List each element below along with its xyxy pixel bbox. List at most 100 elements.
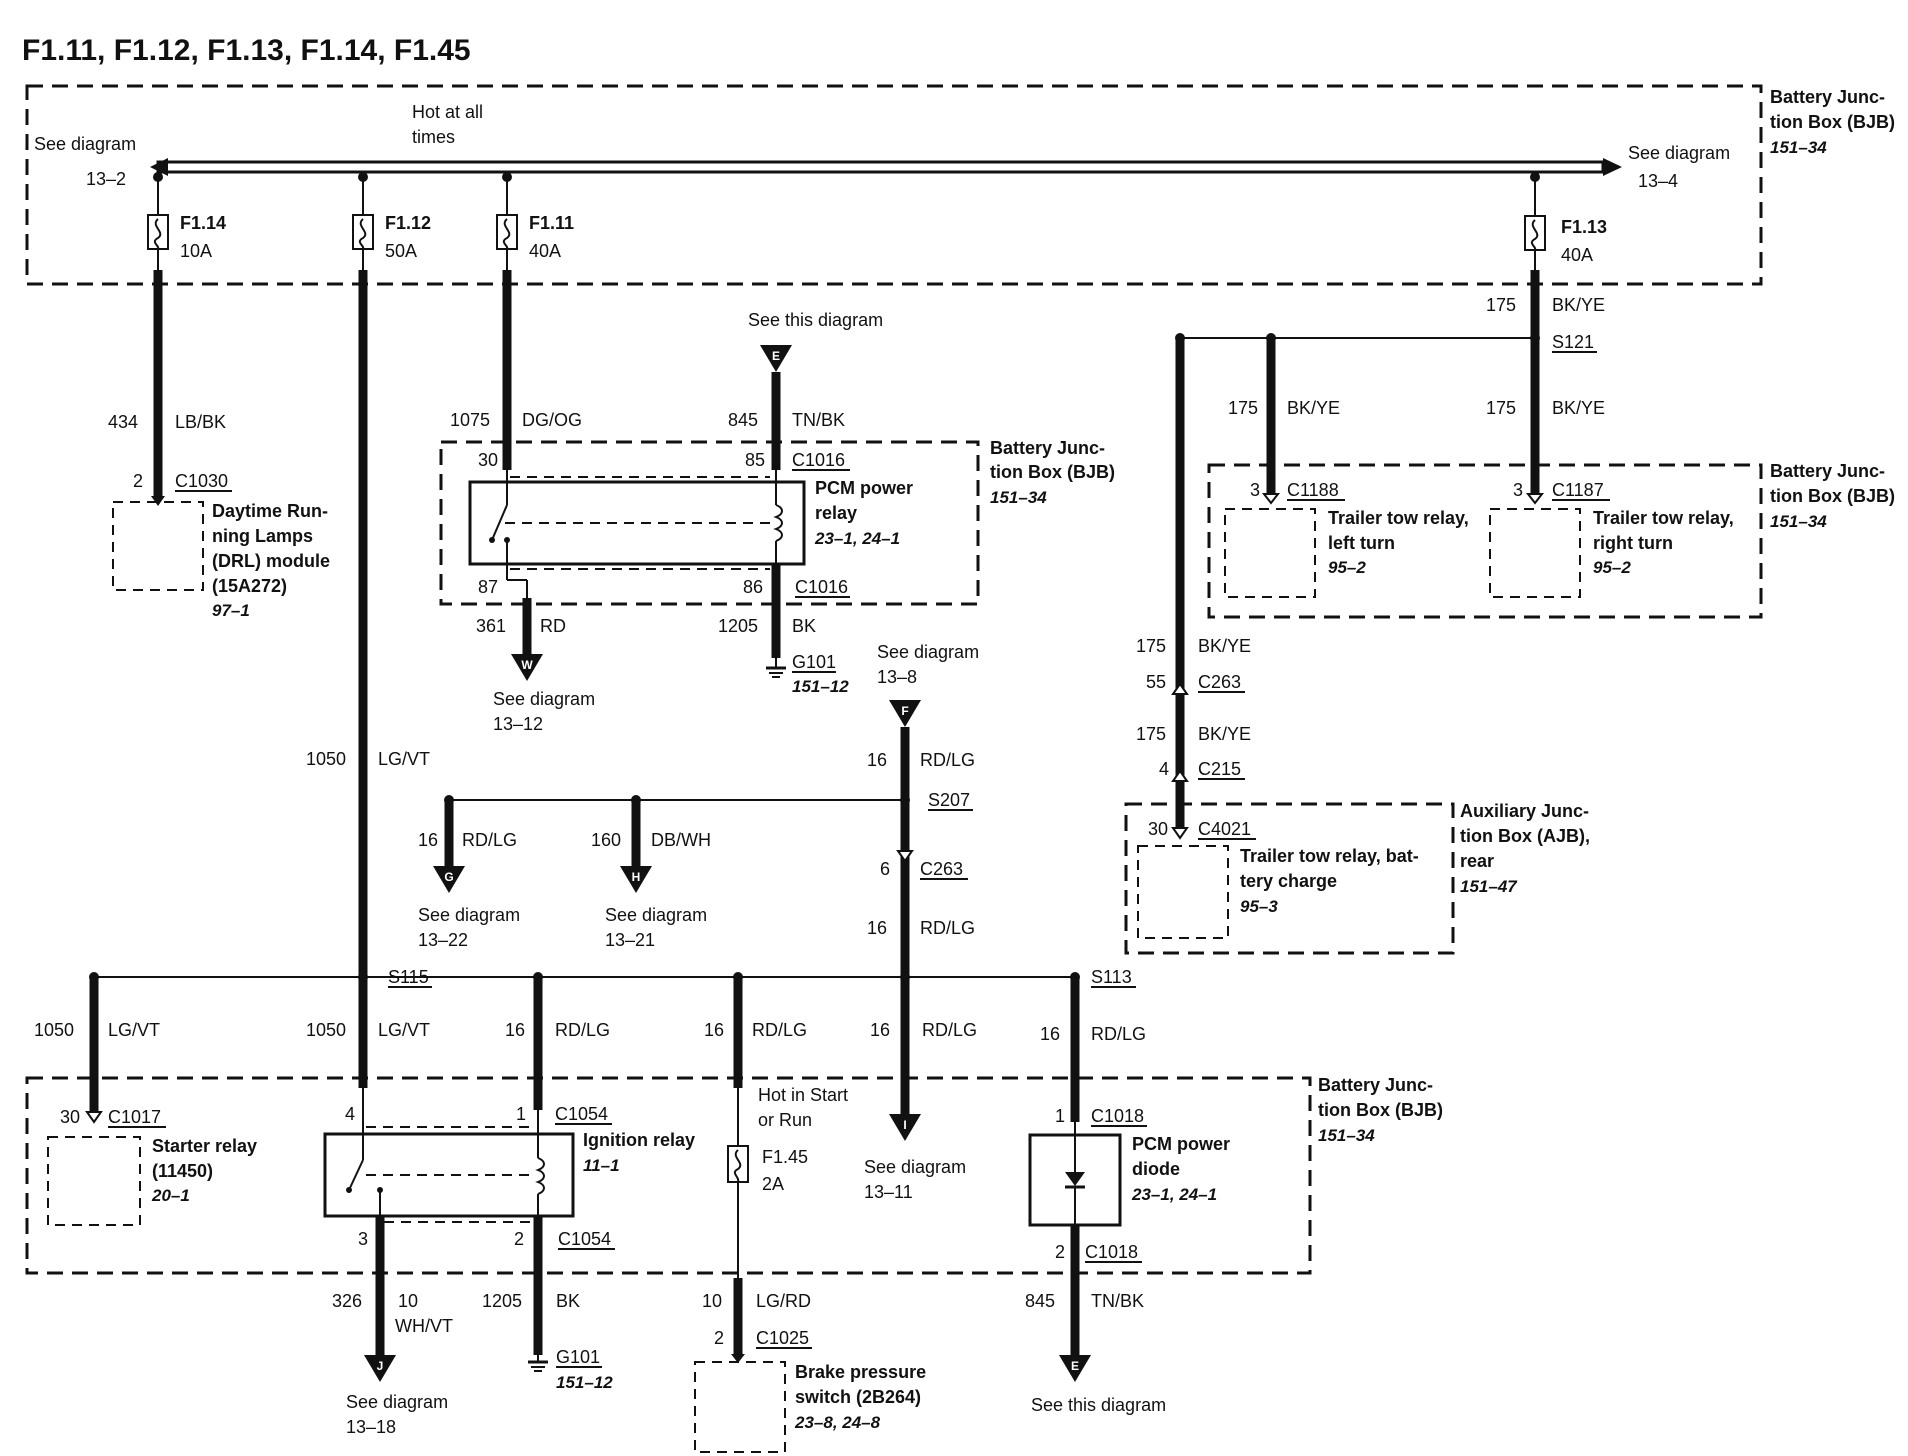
bus-right-ref-1: See diagram <box>1628 143 1730 163</box>
wire-845-bot-num: 845 <box>1025 1291 1055 1311</box>
wire-160-h-color: DB/WH <box>651 830 711 850</box>
c1054-3-pin: 3 <box>358 1229 368 1249</box>
wire-326-gauge: 10 <box>398 1291 418 1311</box>
hot-start-run-2: or Run <box>758 1110 812 1130</box>
drl-label-1: Daytime Run- <box>212 501 328 521</box>
wire-16-f145-color: RD/LG <box>752 1020 807 1040</box>
fuse-f113-name: F1.13 <box>1561 217 1607 237</box>
trailer-right-relay-box <box>1489 508 1581 598</box>
bjb-bottom-box <box>25 1076 1312 1275</box>
fuse-f112 <box>352 172 374 270</box>
wire-1050-s115-color: LG/VT <box>378 1020 430 1040</box>
fuse-f114 <box>147 172 169 270</box>
ref-i-text-2: 13–11 <box>864 1182 913 1202</box>
ground-g101-bot <box>528 1355 548 1372</box>
drl-label-5: 97–1 <box>212 601 250 620</box>
wire-10-brake-color: LG/RD <box>756 1291 811 1311</box>
wire-326-num: 326 <box>332 1291 362 1311</box>
fuse-f145 <box>727 1088 749 1278</box>
trailer-right-label-2: right turn <box>1593 533 1673 553</box>
splice-s207: S207 <box>928 790 970 810</box>
c1187-name: C1187 <box>1552 480 1604 500</box>
ignition-label-1: Ignition relay <box>583 1130 695 1150</box>
bjb-trailer-label-3: 151–34 <box>1770 512 1827 531</box>
trailer-batt-label-3: 95–3 <box>1240 897 1278 916</box>
g101-top-name: G101 <box>792 652 836 672</box>
ref-j-text-2: 13–18 <box>346 1417 396 1437</box>
bjb-bottom-label-2: tion Box (BJB) <box>1318 1100 1443 1120</box>
page-title: F1.11, F1.12, F1.13, F1.14, F1.45 <box>22 34 471 67</box>
ref-j-arrow <box>364 1355 396 1382</box>
ref-h-text-1: See diagram <box>605 905 707 925</box>
wire-16-ign-color: RD/LG <box>555 1020 610 1040</box>
ref-w-letter: W <box>521 658 533 672</box>
drl-label-3: (DRL) module <box>212 551 330 571</box>
c1054-1-name: C1054 <box>555 1104 608 1124</box>
c4021-pin: 30 <box>1148 819 1168 839</box>
trailer-left-relay-box <box>1224 508 1316 598</box>
brake-label-1: Brake pressure <box>795 1362 926 1382</box>
wire-16-i-num: 16 <box>870 1020 890 1040</box>
c1016-85-pin: 85 <box>745 450 765 470</box>
wire-1050-main-color: LG/VT <box>378 749 430 769</box>
wire-1050-starter-color: LG/VT <box>108 1020 160 1040</box>
wire-175-a-num: 175 <box>1486 295 1516 315</box>
wire-845-top-num: 845 <box>728 410 758 430</box>
c1030-pin-num: 2 <box>133 471 143 491</box>
bjb-trailer-label-1: Battery Junc- <box>1770 461 1885 481</box>
wire-16-ign-num: 16 <box>505 1020 525 1040</box>
drl-module-box <box>112 501 204 591</box>
pcm-diode-label-2: diode <box>1132 1159 1180 1179</box>
c1016-30-pin: 30 <box>478 450 498 470</box>
ref-g-letter: G <box>444 870 453 884</box>
trailer-batt-label-2: tery charge <box>1240 871 1337 891</box>
g101-bot-ref: 151–12 <box>556 1373 613 1392</box>
pcm-diode-label-1: PCM power <box>1132 1134 1230 1154</box>
wire-160-h-num: 160 <box>591 830 621 850</box>
bjb-pcm-label-2: tion Box (BJB) <box>990 462 1115 482</box>
c1017-name: C1017 <box>108 1107 161 1127</box>
c1017-pin: 30 <box>60 1107 80 1127</box>
c1018-2-name: C1018 <box>1085 1242 1138 1262</box>
drl-label-2: ning Lamps <box>212 526 313 546</box>
wire-175-e-num: 175 <box>1136 724 1166 744</box>
ref-g-arrow <box>433 866 465 893</box>
c1054-2-name: C1054 <box>558 1229 611 1249</box>
trailer-right-label-3: 95–2 <box>1593 558 1631 577</box>
bjb-trailer-label-2: tion Box (BJB) <box>1770 486 1895 506</box>
bjb-bottom-label-1: Battery Junc- <box>1318 1075 1433 1095</box>
c1018-1-pin: 1 <box>1055 1106 1065 1126</box>
pcm-power-relay <box>468 470 806 570</box>
c1030-pin <box>151 496 165 506</box>
wire-16-f-color: RD/LG <box>920 750 975 770</box>
fuse-f112-rating: 50A <box>385 241 417 261</box>
ref-h-text-2: 13–21 <box>605 930 655 950</box>
wire-434-num: 434 <box>108 412 138 432</box>
ref-i-arrow <box>889 1114 921 1141</box>
c263-top-name: C263 <box>1198 672 1241 692</box>
power-bus <box>150 158 1622 176</box>
ignition-label-2: 11–1 <box>583 1156 620 1175</box>
brake-switch-box <box>694 1361 786 1453</box>
fuse-f111-name: F1.11 <box>529 213 574 233</box>
hot-label-1: Hot at all <box>412 102 483 122</box>
ref-e-top-text: See this diagram <box>748 310 883 330</box>
c1030-name: C1030 <box>175 471 228 491</box>
ajb-label-2: tion Box (AJB), <box>1460 826 1590 846</box>
starter-label-1: Starter relay <box>152 1136 257 1156</box>
ref-w-text-1: See diagram <box>493 689 595 709</box>
c1016-86-pin: 86 <box>743 577 763 597</box>
trailer-left-label-1: Trailer tow relay, <box>1328 508 1469 528</box>
c1016-86-name: C1016 <box>795 577 848 597</box>
bjb-top-label-2: tion Box (BJB) <box>1770 112 1895 132</box>
ground-g101-top <box>766 658 786 678</box>
ref-i-text-1: See diagram <box>864 1157 966 1177</box>
splice-s121: S121 <box>1552 332 1594 352</box>
wire-16-i-color: RD/LG <box>922 1020 977 1040</box>
bus-right-ref-2: 13–4 <box>1638 171 1678 191</box>
wire-1050-main-num: 1050 <box>306 749 346 769</box>
hot-start-run-1: Hot in Start <box>758 1085 848 1105</box>
c1188-pin: 3 <box>1250 480 1260 500</box>
wire-16-diode-color: RD/LG <box>1091 1024 1146 1044</box>
